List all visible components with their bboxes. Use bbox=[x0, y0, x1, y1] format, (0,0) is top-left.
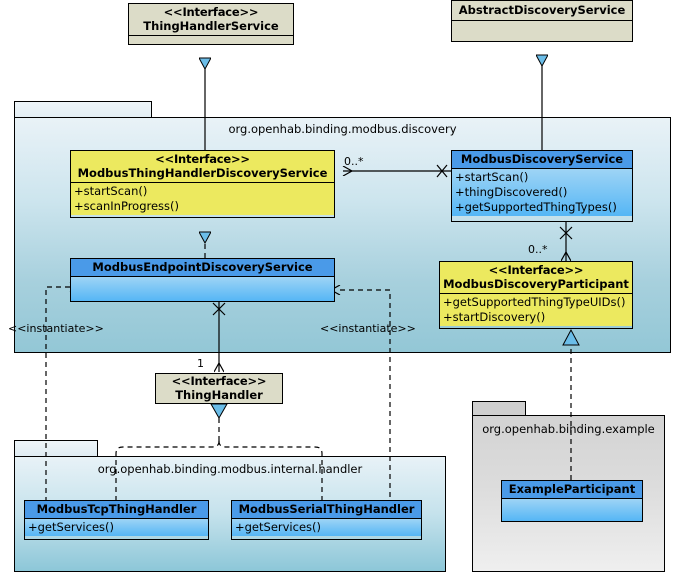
class-members: +getServices() bbox=[25, 519, 208, 536]
class-members: +startScan() +thingDiscovered() +getSupp… bbox=[452, 169, 632, 216]
class-member: +startDiscovery() bbox=[443, 310, 546, 324]
class-stereotype: <<Interface>> bbox=[171, 374, 267, 388]
class-box-example-participant[interactable]: ExampleParticipant bbox=[501, 480, 643, 522]
edge-label-multiplicity-left: 0..* bbox=[344, 155, 364, 168]
class-name: ModbusDiscoveryParticipant bbox=[443, 277, 629, 291]
class-members: +getServices() bbox=[232, 519, 421, 536]
class-box-abstract-discovery-service[interactable]: AbstractDiscoveryService bbox=[451, 0, 633, 42]
class-box-modbus-discovery-participant[interactable]: <<Interface>> ModbusDiscoveryParticipant… bbox=[439, 261, 633, 329]
class-name: AbstractDiscoveryService bbox=[458, 3, 626, 17]
class-header: ModbusDiscoveryService bbox=[452, 151, 632, 169]
class-header: ModbusEndpointDiscoveryService bbox=[71, 259, 334, 277]
package-label: org.openhab.binding.modbus.discovery bbox=[228, 122, 457, 136]
class-name: ModbusDiscoveryService bbox=[460, 152, 624, 166]
class-header: <<Interface>> ModbusDiscoveryParticipant bbox=[440, 262, 632, 294]
class-stereotype: <<Interface>> bbox=[163, 5, 259, 19]
class-name: ModbusEndpointDiscoveryService bbox=[92, 260, 313, 274]
class-member: +getServices() bbox=[28, 520, 114, 534]
class-members bbox=[129, 36, 293, 44]
edge-label-multiplicity-one: 1 bbox=[197, 357, 204, 370]
class-box-thing-handler-service[interactable]: <<Interface>> ThingHandlerService bbox=[128, 3, 294, 45]
class-name: ThingHandlerService bbox=[143, 19, 279, 33]
class-member: +getSupportedThingTypeUIDs() bbox=[443, 295, 626, 309]
class-name: ThingHandler bbox=[175, 388, 263, 402]
package-label: org.openhab.binding.modbus.internal.hand… bbox=[97, 462, 363, 476]
package-tab bbox=[472, 401, 526, 416]
class-members bbox=[452, 21, 632, 41]
class-stereotype: <<Interface>> bbox=[155, 152, 250, 166]
class-header: AbstractDiscoveryService bbox=[452, 1, 632, 21]
class-box-thing-handler[interactable]: <<Interface>> ThingHandler bbox=[155, 373, 283, 404]
class-stereotype: <<Interface>> bbox=[488, 263, 584, 277]
class-header: ModbusTcpThingHandler bbox=[25, 501, 208, 519]
class-header: <<Interface>> ThingHandler bbox=[156, 374, 282, 403]
class-member: +scanInProgress() bbox=[74, 199, 180, 213]
edge-label-instantiate-left: <<instantiate>> bbox=[8, 322, 104, 335]
package-label: org.openhab.binding.example bbox=[482, 422, 655, 436]
class-members bbox=[71, 277, 334, 301]
class-member: +getServices() bbox=[235, 520, 321, 534]
package-tab bbox=[14, 101, 152, 118]
class-box-modbus-endpoint-discovery-service[interactable]: ModbusEndpointDiscoveryService bbox=[70, 258, 335, 302]
class-name: ModbusTcpThingHandler bbox=[36, 502, 197, 516]
class-box-modbus-tcp-thing-handler[interactable]: ModbusTcpThingHandler +getServices() bbox=[24, 500, 209, 540]
package-tab bbox=[14, 440, 98, 457]
class-box-modbus-thing-handler-discovery-service[interactable]: <<Interface>> ModbusThingHandlerDiscover… bbox=[70, 150, 335, 218]
class-name: ModbusThingHandlerDiscoveryService bbox=[77, 166, 328, 180]
class-members: +getSupportedThingTypeUIDs() +startDisco… bbox=[440, 294, 632, 326]
class-member: +getSupportedThingTypes() bbox=[455, 200, 617, 214]
class-member: +startScan() bbox=[455, 170, 529, 184]
edge-label-instantiate-right: <<instantiate>> bbox=[320, 322, 416, 335]
class-name: ModbusSerialThingHandler bbox=[238, 502, 415, 516]
class-member: +startScan() bbox=[74, 184, 148, 198]
class-name: ExampleParticipant bbox=[508, 482, 636, 496]
edge-label-multiplicity-right: 0..* bbox=[528, 243, 548, 256]
class-box-modbus-discovery-service[interactable]: ModbusDiscoveryService +startScan() +thi… bbox=[451, 150, 633, 222]
class-header: <<Interface>> ModbusThingHandlerDiscover… bbox=[71, 151, 334, 183]
class-members bbox=[502, 499, 642, 521]
class-box-modbus-serial-thing-handler[interactable]: ModbusSerialThingHandler +getServices() bbox=[231, 500, 422, 540]
class-members: +startScan() +scanInProgress() bbox=[71, 183, 334, 215]
class-header: ExampleParticipant bbox=[502, 481, 642, 499]
class-header: <<Interface>> ThingHandlerService bbox=[129, 4, 293, 36]
class-member: +thingDiscovered() bbox=[455, 185, 568, 199]
class-header: ModbusSerialThingHandler bbox=[232, 501, 421, 519]
